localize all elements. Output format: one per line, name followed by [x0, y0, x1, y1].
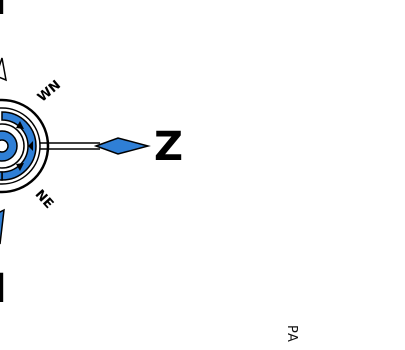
rotated-side-text: PA: [284, 325, 299, 343]
south-label: I: [0, 266, 7, 312]
compass-tick-e: [28, 141, 33, 151]
north-label-fragment: Γ: [0, 0, 18, 24]
compass-center: [0, 139, 9, 153]
compass-tick-se: [16, 163, 24, 171]
compass-middle-ring: [0, 107, 41, 185]
compass-tick-ne: [16, 121, 24, 129]
compass-outer-ring: [0, 98, 50, 194]
north-needle-fragment: [0, 57, 7, 82]
south-needle-fragment: [0, 208, 5, 245]
east-needle-tip: [93, 137, 151, 155]
east-label: Z: [154, 124, 183, 170]
northeast-label: WN: [35, 78, 64, 106]
compass-blue-band-lower: [0, 171, 3, 181]
southeast-label: NE: [32, 187, 56, 212]
